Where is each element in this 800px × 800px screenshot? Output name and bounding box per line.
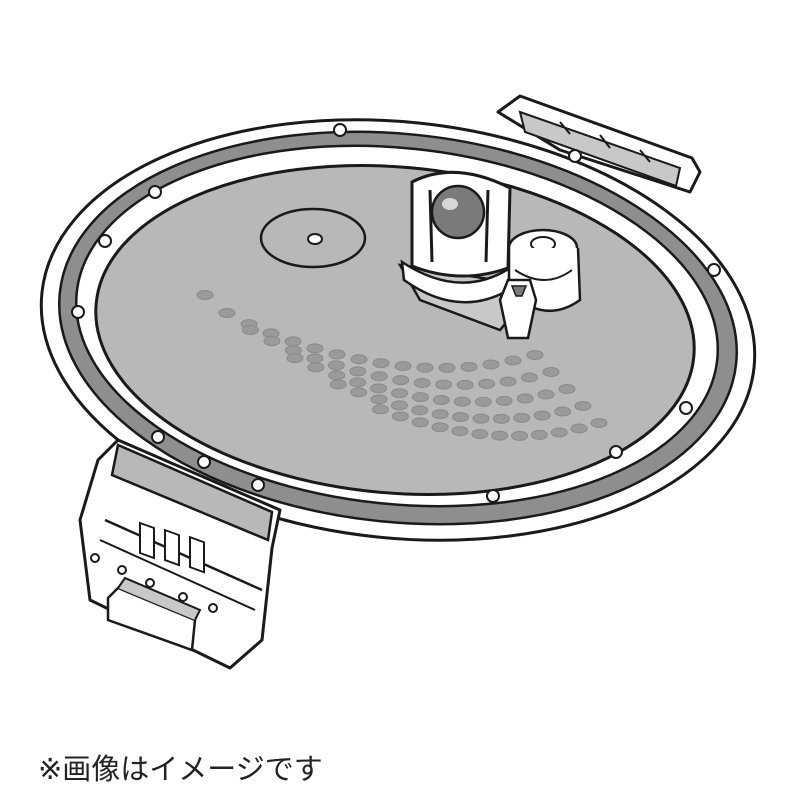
steam-hole: [411, 405, 429, 416]
steam-hole: [478, 378, 496, 389]
rivet: [679, 401, 693, 415]
steam-hole: [370, 383, 388, 394]
steam-hole: [371, 404, 389, 415]
steam-hole: [456, 379, 474, 390]
steam-hole: [574, 401, 592, 411]
steam-hole: [513, 412, 531, 423]
steam-hole-pattern: [196, 290, 608, 441]
center-disc: [259, 207, 367, 269]
steam-hole: [472, 413, 490, 424]
rear-latch-tab: [496, 94, 702, 194]
steam-hole: [306, 353, 324, 364]
steam-hole: [492, 413, 510, 424]
steam-hole: [474, 396, 492, 407]
steam-hole: [460, 361, 478, 372]
rivet: [251, 478, 265, 492]
inner-lid-illustration: [39, 94, 757, 670]
steam-hole: [328, 349, 346, 360]
steam-hole: [327, 360, 345, 371]
rivet: [486, 489, 500, 503]
steam-hole: [350, 387, 368, 398]
front-hinge-latch: [78, 438, 282, 670]
steam-hole: [391, 411, 409, 422]
steam-hole: [511, 430, 529, 441]
steam-hole: [329, 379, 347, 390]
steam-hole: [438, 362, 456, 373]
steam-hole: [504, 355, 522, 366]
steam-hole: [451, 426, 469, 437]
steam-hole: [516, 393, 534, 404]
steam-hole: [241, 325, 259, 336]
steam-hole: [482, 359, 500, 370]
steam-hole: [370, 394, 388, 405]
steam-hole: [431, 422, 449, 433]
steam-hole: [416, 362, 434, 373]
rim-rivets: [71, 123, 721, 503]
steam-hole: [349, 377, 367, 388]
steam-hole: [306, 343, 324, 354]
steam-hole: [350, 354, 368, 365]
steam-hole: [521, 372, 539, 383]
steam-hole: [570, 423, 588, 434]
steam-hole: [370, 371, 388, 382]
steam-hole: [471, 428, 489, 439]
steam-hole: [391, 388, 409, 399]
rivet: [98, 234, 112, 248]
rivet: [71, 305, 85, 319]
steam-hole: [411, 392, 429, 403]
steam-hole: [286, 353, 304, 364]
steam-hole: [550, 427, 568, 438]
valve-ball: [430, 184, 486, 240]
steam-hole: [558, 384, 576, 394]
steam-hole: [435, 379, 453, 390]
rivet: [707, 263, 721, 277]
steam-hole: [537, 389, 555, 400]
steam-hole: [526, 350, 544, 360]
rivet: [151, 430, 165, 444]
steam-hole: [542, 367, 560, 377]
steam-hole: [218, 308, 236, 319]
steam-hole: [495, 395, 513, 406]
steam-hole: [349, 366, 367, 377]
steam-hole: [499, 376, 517, 387]
steam-hole: [394, 360, 412, 371]
steam-hole: [411, 417, 429, 428]
steam-hole: [263, 336, 281, 347]
steam-hole: [452, 411, 470, 422]
rivet: [568, 149, 582, 163]
steam-hole: [390, 400, 408, 411]
steam-hole: [307, 362, 325, 373]
steam-hole: [530, 429, 548, 440]
steam-hole: [453, 396, 471, 407]
center-pin: [307, 233, 323, 245]
rivet: [333, 123, 347, 137]
rivet: [197, 455, 211, 469]
steam-hole: [590, 418, 608, 428]
steam-valve-icon: [397, 170, 582, 340]
steam-hole: [431, 409, 449, 420]
steam-hole: [284, 336, 302, 347]
steam-hole: [491, 430, 509, 441]
steam-hole: [328, 370, 346, 381]
steam-hole: [196, 290, 214, 300]
rivet: [148, 185, 162, 199]
rivet: [609, 445, 623, 459]
steam-hole: [372, 358, 390, 369]
steam-hole: [554, 406, 572, 417]
disclaimer-caption: ※画像はイメージです: [38, 752, 323, 786]
steam-hole: [432, 394, 450, 405]
hinge-teeth: [139, 521, 205, 574]
steam-hole: [413, 377, 431, 388]
steam-hole: [392, 375, 410, 386]
steam-hole: [533, 410, 551, 421]
